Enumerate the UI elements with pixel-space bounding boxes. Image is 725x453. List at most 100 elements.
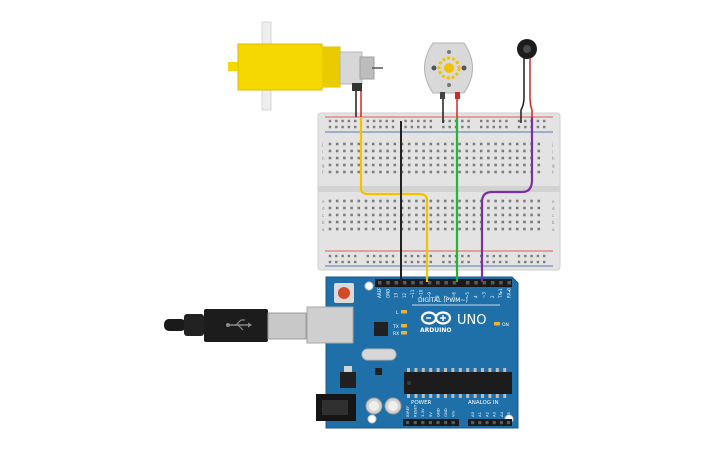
pin-label: GND xyxy=(443,408,448,417)
breadboard-hole xyxy=(393,156,397,160)
header-pin[interactable] xyxy=(402,281,407,285)
header-pin[interactable] xyxy=(436,421,440,425)
rail-hole xyxy=(498,119,502,123)
dc-motor-icon[interactable] xyxy=(424,42,473,99)
pin-label: 4 xyxy=(473,295,478,298)
rail-hole xyxy=(335,125,338,129)
header-pin[interactable] xyxy=(444,281,448,285)
chip-pin xyxy=(451,394,455,398)
reset-button-cap[interactable] xyxy=(338,287,350,299)
breadboard-hole xyxy=(494,227,497,231)
header-pin[interactable] xyxy=(427,281,432,285)
gear-motor-signal-wire[interactable] xyxy=(359,117,429,282)
breadboard-hole xyxy=(379,227,382,231)
usb-symbol-icon xyxy=(226,319,252,331)
header-pin[interactable] xyxy=(490,281,495,285)
breadboard-hole xyxy=(393,199,397,203)
header-pin[interactable] xyxy=(507,421,511,425)
breadboard-hole xyxy=(458,170,461,174)
chip-pin xyxy=(495,394,499,398)
header-pin[interactable] xyxy=(378,281,382,285)
breadboard-hole xyxy=(343,206,346,210)
header-pin[interactable] xyxy=(386,281,390,285)
header-pin[interactable] xyxy=(413,421,417,425)
rail-hole xyxy=(467,125,470,129)
breadboard-hole xyxy=(458,220,461,224)
header-pin[interactable] xyxy=(466,281,470,285)
pin-label: ~3 xyxy=(482,292,487,298)
breadboard-hole xyxy=(443,163,447,167)
header-pin[interactable] xyxy=(421,421,425,425)
gear-motor-cap xyxy=(359,56,375,80)
header-pin[interactable] xyxy=(444,421,448,425)
row-letter: a xyxy=(322,227,325,232)
breadboard-hole xyxy=(335,206,339,210)
component-leads xyxy=(355,58,533,123)
breadboard-hole xyxy=(451,156,454,160)
rail-hole xyxy=(372,254,376,258)
breadboard-hole xyxy=(537,213,541,217)
rail-hole xyxy=(372,125,376,129)
header-pin[interactable] xyxy=(411,281,415,285)
header-pin[interactable] xyxy=(394,281,399,285)
rail-hole xyxy=(335,254,338,258)
rail-hole xyxy=(492,260,495,264)
header-pin[interactable] xyxy=(478,421,482,425)
chip-pin xyxy=(421,368,425,372)
vibration-motor-icon[interactable] xyxy=(517,39,537,59)
header-pin[interactable] xyxy=(471,421,475,425)
breadboard-hole xyxy=(515,170,519,174)
header-pin[interactable] xyxy=(492,421,496,425)
header-pin[interactable] xyxy=(482,281,487,285)
header-pin[interactable] xyxy=(419,281,424,285)
breadboard-hole xyxy=(451,206,454,210)
header-pin[interactable] xyxy=(436,281,440,285)
chip-pin xyxy=(436,394,440,398)
header-pin[interactable] xyxy=(452,281,457,285)
usb-b-port[interactable] xyxy=(306,306,354,344)
gear-motor-icon[interactable] xyxy=(228,21,383,111)
breadboard-hole xyxy=(343,220,346,224)
rail-hole xyxy=(379,119,382,123)
atmega-chip-pins xyxy=(407,368,507,398)
breadboard-hole xyxy=(508,206,512,210)
breadboard-hole xyxy=(379,170,382,174)
usb-cable-icon[interactable] xyxy=(164,309,307,342)
rail-hole xyxy=(517,125,521,129)
header-pin[interactable] xyxy=(485,421,489,425)
header-pin[interactable] xyxy=(499,421,503,425)
breadboard-hole xyxy=(350,213,353,217)
breadboard-hole xyxy=(537,220,541,224)
rail-hole xyxy=(517,260,521,264)
rail-hole xyxy=(429,125,432,129)
breadboard-hole xyxy=(515,206,519,210)
gear-motor-terminal xyxy=(352,83,362,91)
chip-pin xyxy=(444,368,447,372)
breadboard-hole xyxy=(537,163,541,167)
rail-hole xyxy=(410,119,414,123)
header-pin[interactable] xyxy=(451,421,455,425)
header-pin[interactable] xyxy=(499,281,503,285)
header-pin[interactable] xyxy=(406,421,410,425)
header-pin[interactable] xyxy=(428,421,432,425)
header-pin[interactable] xyxy=(474,281,478,285)
analog-header xyxy=(468,419,512,426)
row-letter: h xyxy=(552,156,555,161)
rail-hole xyxy=(505,260,508,264)
breadboard-hole xyxy=(494,163,497,167)
breadboard-hole xyxy=(343,227,346,231)
breadboard-hole xyxy=(472,213,476,217)
rail-hole xyxy=(404,125,407,129)
breadboard-channel xyxy=(318,186,560,192)
vibration-motor-signal-wire[interactable] xyxy=(480,117,534,282)
breadboard-hole xyxy=(494,149,497,153)
breadboard-hole xyxy=(393,206,397,210)
header-pin[interactable] xyxy=(507,281,512,285)
rail-hole xyxy=(347,125,351,129)
rail-hole xyxy=(341,119,344,123)
breadboard-hole xyxy=(393,142,397,146)
